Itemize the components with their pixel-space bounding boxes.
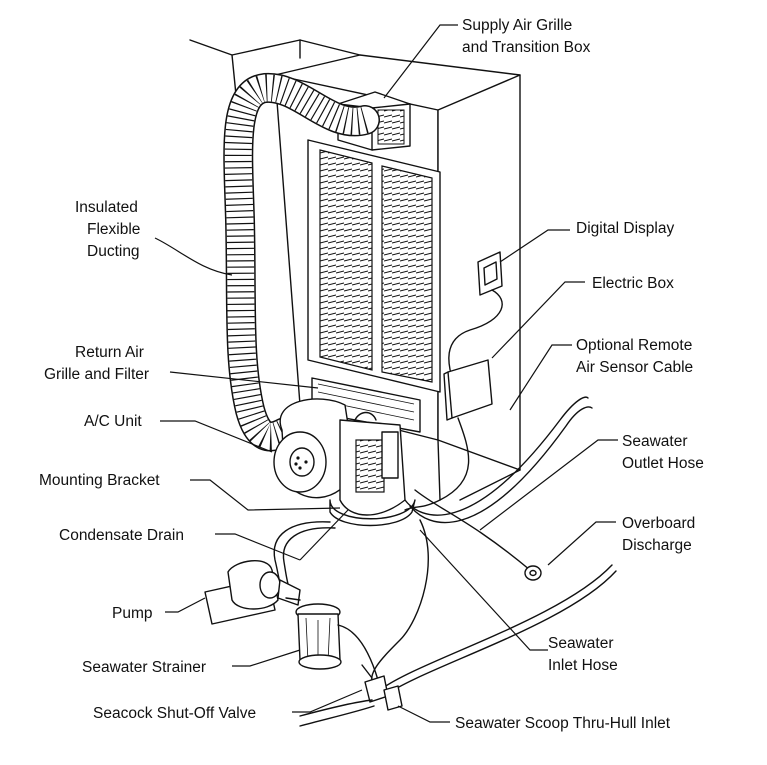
label-digital-display: Digital Display — [576, 220, 674, 237]
label-seacock: Seacock Shut-Off Valve — [93, 705, 256, 722]
callout-labels: Supply Air Grille and Transition Box Ins… — [39, 17, 704, 732]
label-mounting-bracket: Mounting Bracket — [39, 472, 160, 489]
label-supply-air-line2: and Transition Box — [462, 39, 591, 56]
label-overboard-line2: Discharge — [622, 537, 692, 554]
label-overboard-line1: Overboard — [622, 515, 695, 532]
digital-display-drawing — [448, 251, 503, 379]
label-electric-box: Electric Box — [592, 275, 674, 292]
label-scoop-inlet: Seawater Scoop Thru-Hull Inlet — [455, 715, 671, 732]
seacock-drawing — [299, 664, 403, 727]
label-seawater-outlet-line1: Seawater — [622, 433, 687, 450]
label-remote-sensor-line2: Air Sensor Cable — [576, 359, 693, 376]
seawater-outlet-hose-drawing — [404, 396, 593, 571]
label-seawater-inlet-line1: Seawater — [548, 635, 613, 652]
electric-box-drawing — [404, 359, 493, 511]
label-seawater-inlet-line2: Inlet Hose — [548, 657, 618, 674]
label-return-air-line1: Return Air — [75, 344, 144, 361]
label-supply-air-line1: Supply Air Grille — [462, 17, 572, 34]
seawater-strainer-drawing — [285, 597, 379, 681]
label-condensate-drain: Condensate Drain — [59, 527, 184, 544]
label-seawater-strainer: Seawater Strainer — [82, 659, 206, 676]
pump-drawing — [204, 560, 301, 625]
label-insulated-line2: Flexible — [87, 221, 140, 238]
cabinet-louver-panel — [307, 139, 441, 393]
label-seawater-outlet-line2: Outlet Hose — [622, 455, 704, 472]
label-pump: Pump — [112, 605, 153, 622]
flexible-ducting — [223, 72, 380, 452]
overboard-discharge-drawing — [524, 565, 542, 581]
label-insulated-line3: Ducting — [87, 243, 140, 260]
label-return-air-line2: Grille and Filter — [44, 366, 149, 383]
label-ac-unit: A/C Unit — [84, 413, 142, 430]
ac-unit-drawing — [273, 398, 416, 527]
label-insulated-line1: Insulated — [75, 199, 138, 216]
label-remote-sensor-line1: Optional Remote — [576, 337, 692, 354]
leader-lines — [154, 24, 618, 723]
